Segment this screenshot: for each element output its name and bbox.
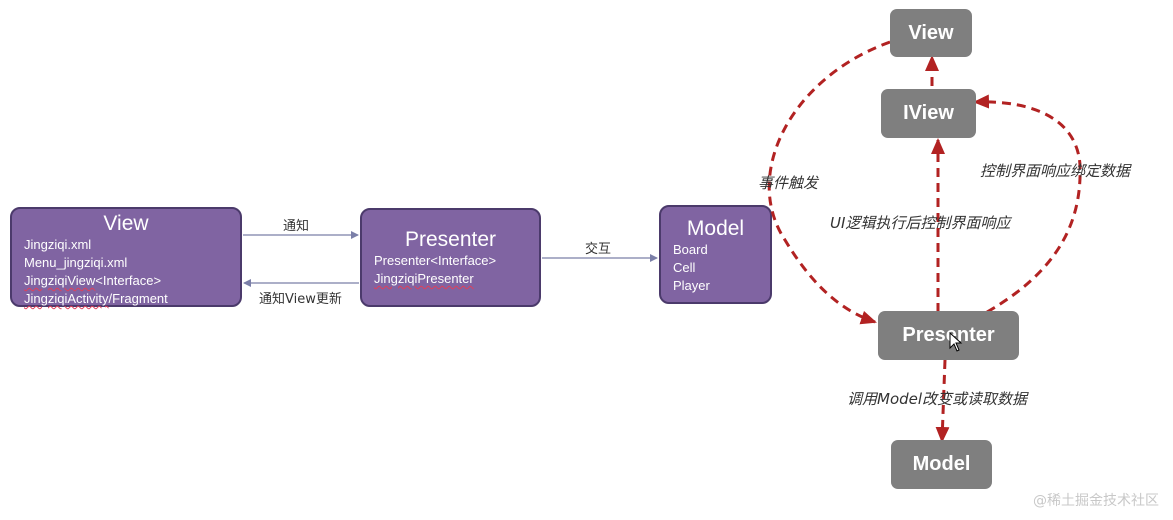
arrow-presenter-to-iview-binding (973, 94, 1082, 314)
view-box: View Jingziqi.xml Menu_jingziqi.xml Jing… (10, 207, 242, 307)
model-box-line: Board (673, 242, 708, 257)
view-box-line: Jingziqi.xml (24, 237, 92, 252)
mouse-cursor-icon (949, 332, 963, 352)
arrow-view-to-presenter-event (767, 40, 891, 325)
view-box-title: View (103, 212, 149, 235)
edge-label-control-binding: 控制界面响应绑定数据 (980, 162, 1131, 180)
edge-label-notify: 通知 (283, 219, 310, 234)
watermark: @稀土掘金技术社区 (1033, 493, 1159, 509)
edge-label-notify-view-update: 通知View更新 (259, 292, 342, 307)
right-presenter-box: Presenter (878, 311, 1019, 360)
presenter-box-line: Presenter<Interface> (374, 253, 497, 268)
presenter-box-line-part: JingziqiPresenter (374, 271, 474, 286)
view-box-line-part: <Interface> (95, 273, 162, 288)
presenter-box-line: JingziqiPresenter (362, 270, 539, 288)
right-iview-box: IView (881, 89, 976, 138)
view-box-line: JingziqiView<Interface> (12, 272, 240, 290)
view-box-line-part: JingziqiView (24, 273, 96, 288)
model-box: Model Board Cell Player (659, 205, 772, 304)
presenter-box: Presenter Presenter<Interface> JingziqiP… (360, 208, 541, 307)
model-box-title: Model (686, 217, 745, 240)
arrow-presenter-to-model (935, 359, 950, 443)
model-box-line: Player (673, 278, 710, 293)
view-box-line: JingziqiActivity/Fragment (12, 290, 240, 308)
view-box-line: Menu_jingziqi.xml (24, 255, 128, 270)
right-view-box: View (890, 9, 972, 57)
view-box-line-part: /Fragment (108, 291, 168, 306)
edge-label-call-model: 调用Model改变或读取数据 (847, 390, 1028, 408)
edge-label-event-trigger: 事件触发 (758, 174, 819, 192)
edge-label-ui-logic: UI逻辑执行后控制界面响应 (830, 214, 1011, 232)
edge-label-interact: 交互 (585, 242, 612, 257)
view-box-line-part: JingziqiActivity (24, 291, 109, 306)
model-box-line: Cell (673, 260, 696, 275)
presenter-box-title: Presenter (404, 228, 497, 251)
right-model-box: Model (891, 440, 992, 489)
